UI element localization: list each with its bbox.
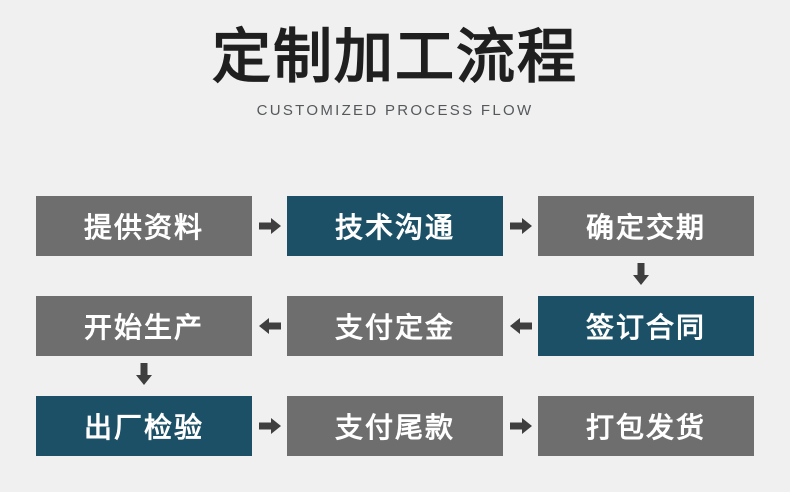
step-box-2-2[interactable]: 支付定金 bbox=[287, 296, 503, 356]
step-label: 签订合同 bbox=[585, 311, 706, 344]
step-box-3-3[interactable]: 打包发货 bbox=[538, 396, 754, 456]
step-label: 支付尾款 bbox=[334, 411, 455, 444]
step-label: 支付定金 bbox=[334, 311, 455, 344]
arrow-right-icon bbox=[252, 218, 287, 234]
step-box-1-2[interactable]: 技术沟通 bbox=[287, 196, 503, 256]
step-box-1-1[interactable]: 提供资料 bbox=[36, 196, 252, 256]
step-label: 技术沟通 bbox=[334, 211, 455, 244]
arrow-right-icon bbox=[503, 218, 538, 234]
page-subtitle: CUSTOMIZED PROCESS FLOW bbox=[256, 101, 534, 119]
step-label: 确定交期 bbox=[585, 211, 706, 244]
step-box-2-3[interactable]: 签订合同 bbox=[538, 296, 754, 356]
step-box-1-3[interactable]: 确定交期 bbox=[538, 196, 754, 256]
step-label: 开始生产 bbox=[83, 311, 204, 344]
arrow-down-icon bbox=[626, 263, 656, 289]
page-title: 定制加工流程 bbox=[211, 22, 578, 91]
step-box-3-2[interactable]: 支付尾款 bbox=[287, 396, 503, 456]
step-box-3-1[interactable]: 出厂检验 bbox=[36, 396, 252, 456]
process-flow: 提供资料 技术沟通 确定交期 bbox=[36, 196, 754, 456]
flow-row-2: 开始生产 支付定金 签订合同 bbox=[36, 296, 754, 356]
flow-row-1: 提供资料 技术沟通 确定交期 bbox=[36, 196, 754, 256]
step-box-2-1[interactable]: 开始生产 bbox=[36, 296, 252, 356]
flow-row-3: 出厂检验 支付尾款 打包发货 bbox=[36, 396, 754, 456]
step-label: 出厂检验 bbox=[83, 411, 204, 444]
arrow-right-icon bbox=[252, 418, 287, 434]
step-label: 提供资料 bbox=[83, 211, 204, 244]
arrow-down-icon bbox=[129, 363, 159, 389]
vertical-connector-row-2 bbox=[36, 356, 754, 396]
arrow-right-icon bbox=[503, 418, 538, 434]
vertical-connector-row-1 bbox=[36, 256, 754, 296]
step-label: 打包发货 bbox=[585, 411, 706, 444]
arrow-left-icon bbox=[503, 318, 538, 334]
arrow-left-icon bbox=[252, 318, 287, 334]
